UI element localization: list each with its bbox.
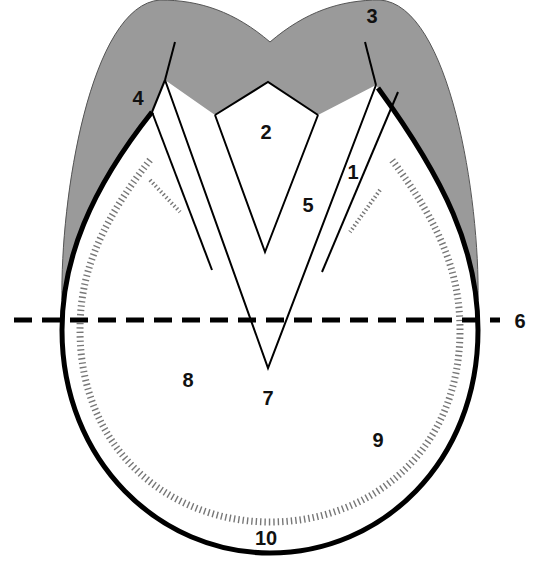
- frog-apex-edge: [215, 82, 318, 115]
- callout-number: 1: [347, 162, 358, 182]
- heel-bulb-line: [165, 42, 175, 80]
- callout-number: 8: [182, 370, 193, 390]
- heel-bulb-line: [365, 42, 376, 85]
- left-bar: [152, 112, 212, 270]
- callout-number: 7: [262, 388, 273, 408]
- callout-number: 4: [132, 88, 143, 108]
- bar-hatch: [150, 180, 180, 212]
- callout-number: 5: [302, 195, 313, 215]
- central-sulcus: [215, 115, 318, 252]
- heel-edge: [152, 80, 165, 112]
- white-line: [80, 160, 460, 522]
- frog-outline: [165, 80, 376, 368]
- section-line: [14, 318, 500, 323]
- callout-number: 3: [366, 6, 377, 26]
- callout-number: 6: [514, 311, 525, 331]
- right-bar: [322, 92, 398, 272]
- callout-number: 2: [260, 122, 271, 142]
- callout-number: 9: [372, 430, 383, 450]
- callout-number: 10: [255, 528, 277, 548]
- sole: [62, 80, 478, 553]
